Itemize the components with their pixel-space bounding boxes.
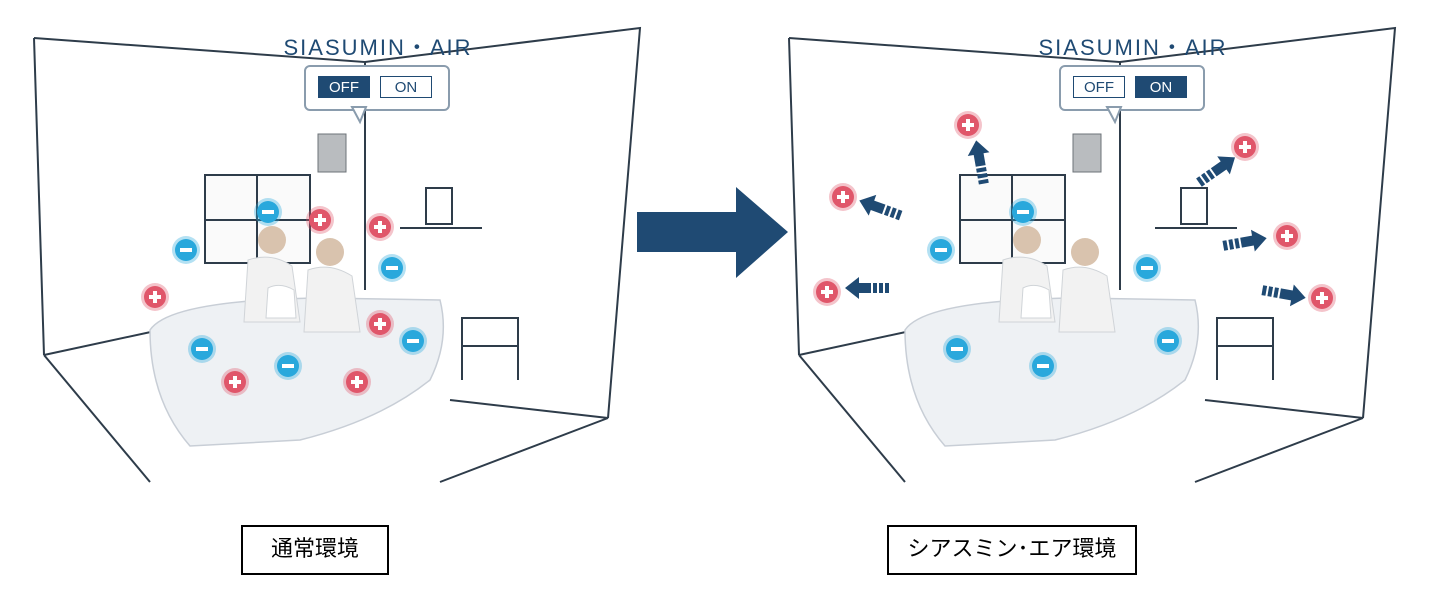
room-illustration-siasumin: [788, 26, 1397, 483]
air-unit-icon: [317, 133, 347, 173]
positive-ion-icon: [366, 310, 394, 338]
positive-ion-icon: [954, 111, 982, 139]
airflow-arrow-icon: [1222, 229, 1267, 252]
airflow-arrow-icon: [845, 277, 889, 299]
brand-logo: SIASUMIN・AIR: [283, 35, 473, 60]
off-button[interactable]: OFF: [1073, 76, 1125, 98]
positive-ion-icon: [1273, 222, 1301, 250]
on-button[interactable]: ON: [1135, 76, 1187, 98]
positive-ion-icon: [306, 206, 334, 234]
positive-ion-icon: [813, 278, 841, 306]
off-button[interactable]: OFF: [318, 76, 370, 98]
brand-logo: SIASUMIN・AIR: [1038, 35, 1228, 60]
negative-ion-icon: [399, 327, 427, 355]
positive-ion-icon: [1308, 284, 1336, 312]
airflow-arrow-icon: [967, 140, 990, 185]
airflow-arrow-icon: [1261, 284, 1306, 307]
negative-ion-icon: [254, 198, 282, 226]
on-button[interactable]: ON: [380, 76, 432, 98]
positive-ion-icon: [221, 368, 249, 396]
panel-normal-environment: SIASUMIN・AIR OFF ON: [0, 0, 680, 500]
positive-ion-icon: [141, 283, 169, 311]
caption-normal: 通常環境: [241, 525, 389, 575]
airflow-arrow-icon: [859, 194, 903, 221]
positive-ion-icon: [829, 183, 857, 211]
air-unit-icon: [1072, 133, 1102, 173]
positive-ion-icon: [343, 368, 371, 396]
positive-ion-icon: [1231, 133, 1259, 161]
airflow-arrow-icon: [1196, 156, 1236, 187]
switch-bubble: OFF ON: [304, 65, 450, 111]
switch-bubble: OFF ON: [1059, 65, 1205, 111]
negative-ion-icon: [1029, 352, 1057, 380]
negative-ion-icon: [1154, 327, 1182, 355]
negative-ion-icon: [943, 335, 971, 363]
negative-ion-icon: [1133, 254, 1161, 282]
room-illustration-normal: [33, 26, 642, 483]
positive-ion-icon: [366, 213, 394, 241]
panel-siasumin-environment: SIASUMIN・AIR OFF ON: [755, 0, 1435, 500]
negative-ion-icon: [188, 335, 216, 363]
negative-ion-icon: [172, 236, 200, 264]
negative-ion-icon: [927, 236, 955, 264]
negative-ion-icon: [274, 352, 302, 380]
negative-ion-icon: [378, 254, 406, 282]
negative-ion-icon: [1009, 198, 1037, 226]
caption-siasumin: シアスミン･エア環境: [887, 525, 1137, 575]
